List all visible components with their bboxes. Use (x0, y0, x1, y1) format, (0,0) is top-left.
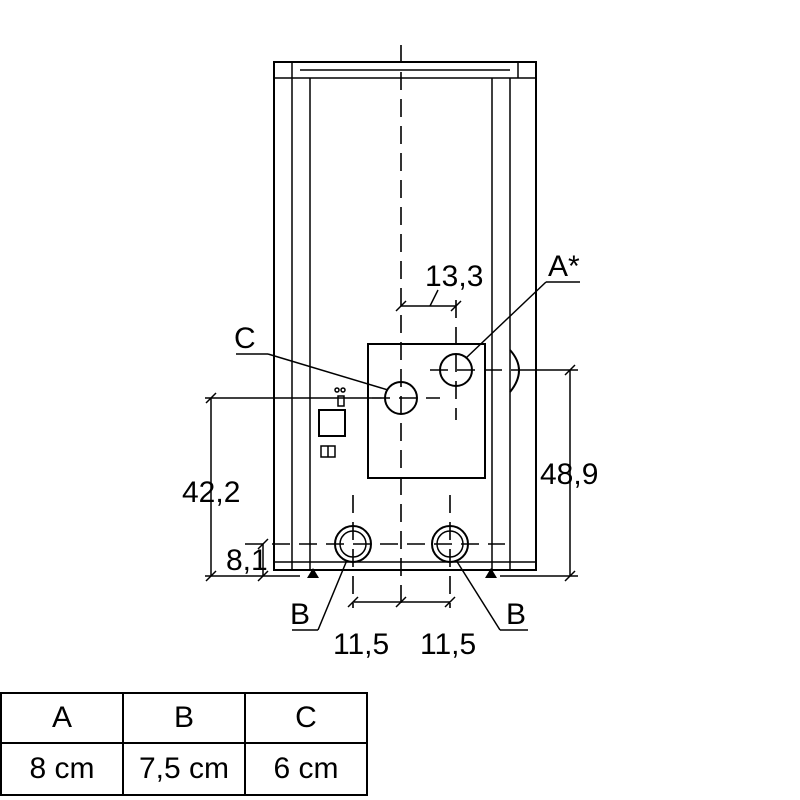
leader-b-right: B (455, 559, 528, 631)
label-a: A* (548, 250, 580, 283)
table-header-a: A (0, 692, 124, 744)
dim-42-2-label: 42,2 (182, 476, 240, 509)
label-b-left: B (290, 598, 310, 631)
dim-8-1: 8,1 (226, 538, 269, 582)
access-panel (367, 343, 486, 479)
technical-drawing: 13,3 42,2 8,1 48,9 11,5 11,5 (182, 45, 598, 661)
dim-48-9: 48,9 (500, 364, 598, 582)
side-bulge (509, 349, 520, 393)
table-value-a: 8 cm (0, 742, 124, 796)
dim-11-5-right: 11,5 (401, 596, 476, 661)
dim-11-5-left: 11,5 (333, 596, 407, 661)
foot-left (307, 568, 319, 578)
diameter-table: A B C 8 cm 7,5 cm 6 cm (0, 692, 368, 796)
table-header-row: A B C (0, 692, 368, 744)
label-c: C (234, 322, 256, 355)
dim-48-9-label: 48,9 (540, 458, 598, 491)
table-header-b: B (122, 692, 246, 744)
dim-42-2: 42,2 (182, 392, 372, 582)
leader-c: C (234, 322, 389, 391)
table-value-b: 7,5 cm (122, 742, 246, 796)
dim-11-5-left-label: 11,5 (333, 628, 389, 661)
table-value-row: 8 cm 7,5 cm 6 cm (0, 742, 368, 796)
table-header-c: C (244, 692, 368, 744)
dim-13-3: 13,3 (395, 260, 483, 312)
cabinet-body (273, 61, 537, 571)
control-box (318, 387, 346, 458)
dim-11-5-right-label: 11,5 (420, 628, 476, 661)
foot-right (485, 568, 497, 578)
dim-8-1-label: 8,1 (226, 544, 268, 577)
leader-a: A* (465, 250, 580, 359)
label-b-right: B (506, 598, 526, 631)
leader-b-left: B (290, 559, 348, 631)
dim-13-3-label: 13,3 (425, 260, 483, 293)
table-value-c: 6 cm (244, 742, 368, 796)
